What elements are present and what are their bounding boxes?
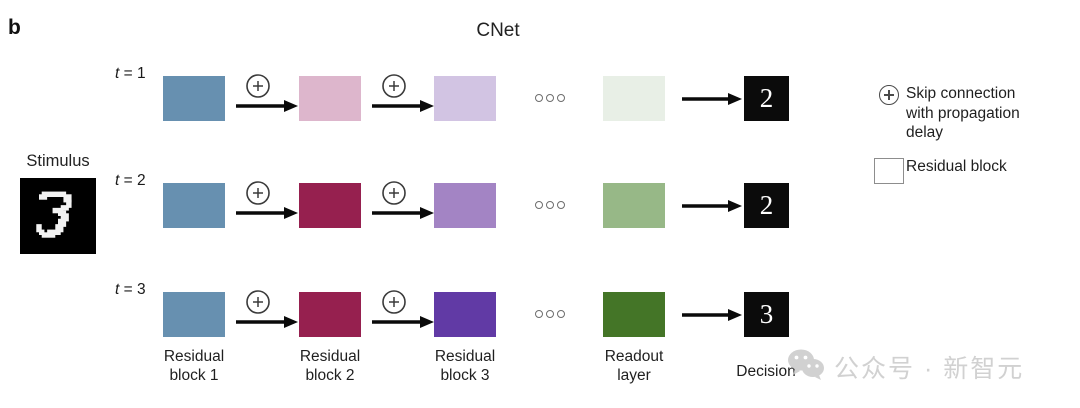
residual-block-1-t1 — [163, 76, 225, 121]
legend-item-residual-block: Residual block — [872, 157, 1072, 184]
skip-connection-arrow-2-t2 — [372, 177, 438, 229]
time-equals: = — [119, 172, 137, 189]
caption-line-2: layer — [617, 367, 651, 384]
decision-arrow-t3 — [682, 305, 748, 325]
readout-layer-t2 — [603, 183, 665, 228]
caption-line-1: Readout — [604, 348, 664, 365]
caption-line-2: block 1 — [169, 367, 219, 384]
watermark-text: 公众号 · 新智元 — [834, 354, 1025, 383]
decision-box-t2: 2 — [744, 183, 789, 228]
dot-2 — [546, 94, 554, 102]
residual-block-3-t2 — [434, 183, 496, 228]
caption-line-1: Residual — [434, 348, 496, 365]
row-time-label-1: t = 1 — [115, 65, 146, 83]
readout-layer-t3 — [603, 292, 665, 337]
decision-box-t3: 3 — [744, 292, 789, 337]
legend-line-3: delay — [906, 124, 944, 141]
time-value: 1 — [136, 65, 146, 82]
legend-skip-connection-label: Skip connection with propagation delay — [906, 84, 1020, 143]
dot-3 — [557, 94, 565, 102]
residual-block-2-t1 — [299, 76, 361, 121]
residual-block-2-t2 — [299, 183, 361, 228]
row-time-label-3: t = 3 — [115, 281, 146, 299]
dot-3 — [557, 201, 565, 209]
time-symbol: t — [115, 65, 120, 82]
dot-1 — [535, 201, 543, 209]
stimulus-image — [20, 178, 96, 254]
caption-residual-block-3: Residual block 3 — [399, 347, 531, 385]
residual-block-1-t2 — [163, 183, 225, 228]
time-equals: = — [119, 281, 137, 298]
legend-item-skip-connection: Skip connection with propagation delay — [872, 84, 1072, 143]
time-symbol: t — [115, 281, 120, 298]
row-time-label-2: t = 2 — [115, 172, 146, 190]
caption-line-2: block 2 — [305, 367, 355, 384]
panel-letter: b — [8, 16, 21, 39]
time-symbol: t — [115, 172, 120, 189]
dot-2 — [546, 310, 554, 318]
time-equals: = — [119, 65, 137, 82]
watermark: 公众号 · 新智元 — [786, 348, 1024, 385]
caption-residual-block-1: Residual block 1 — [128, 347, 260, 385]
decision-arrow-t2 — [682, 196, 748, 216]
wechat-icon — [786, 348, 826, 385]
time-value: 3 — [136, 281, 146, 298]
residual-block-3-t3 — [434, 292, 496, 337]
skip-connection-arrow-1-t1 — [236, 70, 302, 122]
caption-decision: Decision — [736, 363, 796, 380]
decision-arrow-t1 — [682, 89, 748, 109]
legend: Skip connection with propagation delay R… — [872, 84, 1072, 198]
ellipsis-dots-t2 — [535, 201, 565, 209]
decision-box-t1: 2 — [744, 76, 789, 121]
residual-block-3-t1 — [434, 76, 496, 121]
skip-connection-arrow-1-t2 — [236, 177, 302, 229]
residual-block-2-t3 — [299, 292, 361, 337]
skip-connection-arrow-2-t1 — [372, 70, 438, 122]
residual-block-1-t3 — [163, 292, 225, 337]
legend-line-1: Skip connection — [906, 85, 1016, 102]
caption-line-1: Residual — [299, 348, 361, 365]
ellipsis-dots-t1 — [535, 94, 565, 102]
caption-residual-block-2: Residual block 2 — [264, 347, 396, 385]
legend-line-2: with propagation — [906, 104, 1020, 122]
caption-readout-layer: Readout layer — [568, 347, 700, 385]
legend-residual-block-label: Residual block — [906, 157, 1007, 175]
circled-plus-icon — [872, 84, 906, 105]
ellipsis-dots-t3 — [535, 310, 565, 318]
skip-connection-arrow-2-t3 — [372, 286, 438, 338]
caption-line-1: Residual — [163, 348, 225, 365]
readout-layer-t1 — [603, 76, 665, 121]
time-value: 2 — [136, 172, 146, 189]
dot-3 — [557, 310, 565, 318]
dot-2 — [546, 201, 554, 209]
caption-line-2: block 3 — [440, 367, 490, 384]
dot-1 — [535, 310, 543, 318]
empty-square-icon — [872, 157, 906, 184]
dot-1 — [535, 94, 543, 102]
stimulus-label: Stimulus — [26, 152, 90, 170]
skip-connection-arrow-1-t3 — [236, 286, 302, 338]
figure-title: CNet — [476, 20, 520, 41]
